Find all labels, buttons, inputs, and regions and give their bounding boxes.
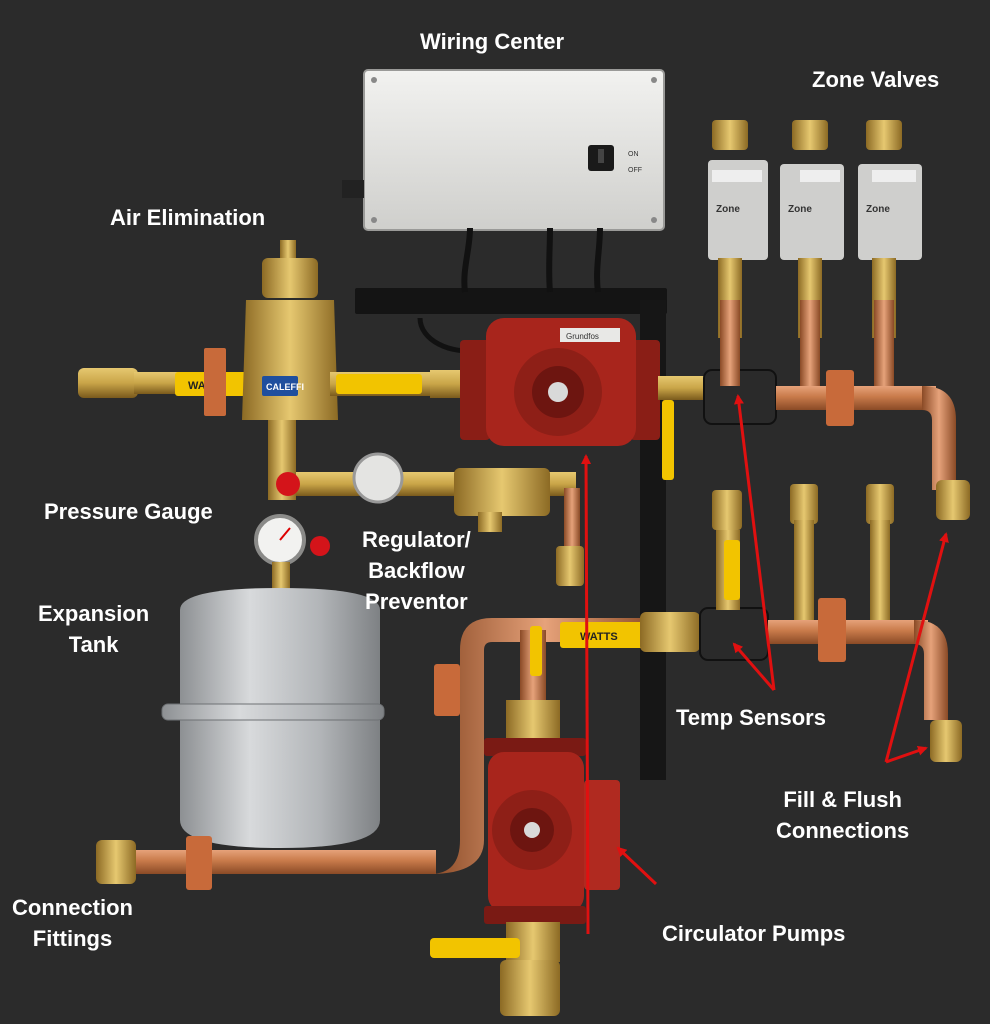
arrow-to-upper-pump xyxy=(581,454,592,935)
label-regulator-backflow-preventor: Regulator/ Backflow Preventor xyxy=(362,524,471,617)
gauge-needle xyxy=(279,527,291,541)
svg-text:CALEFFI: CALEFFI xyxy=(266,382,304,392)
label-line: Connection xyxy=(12,895,133,920)
zone-valve-3: Zone xyxy=(858,120,922,386)
fill-flush-connection-lower xyxy=(930,720,962,762)
label-wiring-center: Wiring Center xyxy=(420,29,565,54)
pipe-clip xyxy=(434,664,460,716)
valve-handle xyxy=(724,540,740,600)
header-elbow xyxy=(914,620,948,720)
zone-valve-1: Zone xyxy=(708,120,768,386)
tank-connector xyxy=(272,562,290,592)
brass-union xyxy=(640,612,700,652)
svg-text:ON: ON xyxy=(628,151,639,158)
svg-text:Zone: Zone xyxy=(866,204,890,215)
cable xyxy=(461,227,473,293)
pipe-clip xyxy=(204,348,226,416)
label-circulator-pumps: Circulator Pumps xyxy=(662,921,846,946)
backflow-preventer xyxy=(454,468,550,516)
valve-brand-text: WATTS xyxy=(580,631,618,643)
label-temp-sensors: Temp Sensors xyxy=(676,705,826,730)
pipe-clip xyxy=(818,598,846,662)
arrow-to-upper-fill xyxy=(884,532,949,763)
pipe-clip xyxy=(826,370,854,426)
supply-header xyxy=(776,386,936,410)
valve-handle xyxy=(662,400,674,480)
label-line: Fill & Flush xyxy=(783,787,902,812)
svg-text:Zone: Zone xyxy=(788,204,812,215)
return-loop-pipe xyxy=(430,618,660,874)
supply-pipe-brass xyxy=(658,376,710,400)
zone-return-fitting xyxy=(866,484,894,524)
drain-pipe xyxy=(564,488,580,548)
valve-handle xyxy=(336,374,422,394)
svg-text:Grundfos: Grundfos xyxy=(566,332,599,341)
cable xyxy=(546,227,553,293)
cable xyxy=(594,227,603,293)
connection-pipe xyxy=(96,850,436,874)
regulator-dial xyxy=(352,452,404,504)
label-air-elimination: Air Elimination xyxy=(110,205,266,230)
header-elbow xyxy=(922,386,956,490)
expansion-tank xyxy=(161,588,385,848)
label-line: Tank xyxy=(68,632,119,657)
arrow-to-upper-sensor xyxy=(734,394,776,691)
inlet-fitting xyxy=(78,368,138,398)
valve-handle xyxy=(560,622,656,648)
drain-valve xyxy=(556,546,584,586)
zone-return-fitting xyxy=(712,490,742,530)
label-connection-fittings: Connection Fittings xyxy=(12,892,133,954)
zone-return-pipe xyxy=(794,520,814,620)
label-line: Preventor xyxy=(365,589,468,614)
air-separator: CALEFFI xyxy=(242,240,338,420)
mounting-rail xyxy=(355,288,667,314)
zone-valve-2: Zone xyxy=(780,120,844,386)
label-line: Connections xyxy=(776,818,910,843)
annotation-arrows xyxy=(581,394,949,935)
label-line: Regulator/ xyxy=(362,527,471,552)
arrow-to-lower-fill xyxy=(885,745,928,764)
label-pressure-gauge: Pressure Gauge xyxy=(44,499,213,524)
zone-return-pipe xyxy=(870,520,890,620)
svg-text:OFF: OFF xyxy=(628,167,642,174)
label-expansion-tank: Expansion Tank xyxy=(38,598,149,660)
fill-flush-connection-upper xyxy=(936,480,970,520)
return-header xyxy=(768,620,928,644)
temp-sensor-lower xyxy=(699,607,769,661)
label-line: Backflow xyxy=(368,558,465,583)
wiring-center-box: ON OFF xyxy=(342,69,665,231)
pipe-clip xyxy=(186,836,212,890)
svg-text:Zone: Zone xyxy=(716,204,740,215)
label-zone-valves: Zone Valves xyxy=(812,67,940,92)
connection-fitting xyxy=(96,840,136,884)
upper-circulator-pump: Grundfos xyxy=(460,318,660,446)
lower-circulator-pump xyxy=(430,700,620,1016)
zone-return-fitting xyxy=(790,484,818,524)
valve-handle xyxy=(530,626,542,676)
label-fill-flush-connections: Fill & Flush Connections xyxy=(776,784,909,846)
arrow-to-lower-sensor xyxy=(732,642,776,691)
label-line: Expansion xyxy=(38,601,150,626)
arrow-to-lower-pump xyxy=(616,846,658,886)
red-valve-handle xyxy=(276,472,300,496)
red-valve-handle xyxy=(310,536,330,556)
backflow-relief xyxy=(478,512,502,532)
label-line: Fittings xyxy=(32,926,113,951)
